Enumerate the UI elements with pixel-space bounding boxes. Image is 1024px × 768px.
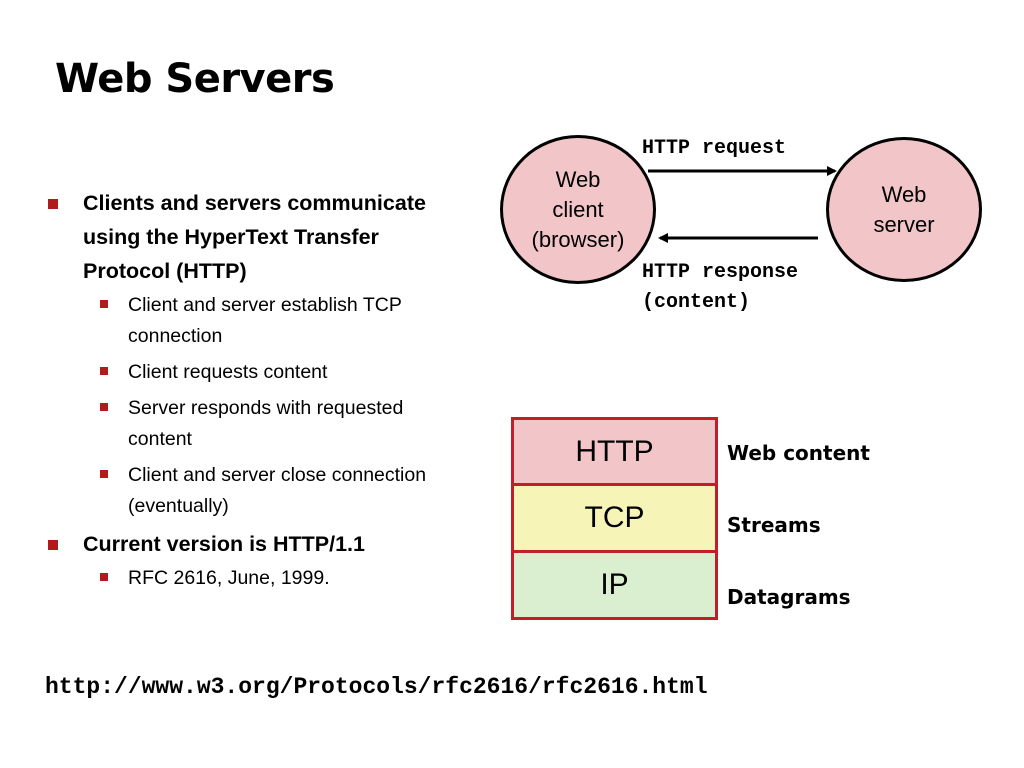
response-label-line: HTTP response (642, 261, 799, 284)
client-label-line: Web (555, 166, 601, 192)
bullet-item: Clients and servers communicate using th… (45, 186, 465, 288)
ip-layer: IP (511, 553, 718, 620)
square-bullet-icon (48, 199, 58, 209)
tcp-layer-description: Streams (727, 513, 821, 537)
http-layer: HTTP (511, 417, 718, 486)
client-label-line: (browser) (531, 226, 625, 252)
web-client-node: Web client (browser) (500, 135, 656, 284)
square-bullet-icon (100, 470, 108, 478)
response-label-line: (content) (642, 291, 751, 314)
square-bullet-icon (48, 540, 58, 550)
tcp-layer: TCP (511, 486, 718, 553)
bullet-list: Clients and servers communicate using th… (45, 186, 465, 594)
sub-bullet-text: Server responds with requested content (128, 397, 404, 450)
sub-bullet-item: Client and server establish TCP connecti… (45, 290, 465, 352)
sub-bullet-item: Client requests content (45, 357, 465, 388)
request-label: HTTP request (642, 137, 787, 160)
bullet-text: Current version is HTTP/1.1 (83, 532, 365, 556)
sub-bullet-item: Server responds with requested content (45, 393, 465, 455)
web-server-node: Web server (826, 137, 982, 282)
slide-title: Web Servers (55, 56, 335, 102)
client-label-line: client (552, 196, 604, 222)
bullet-item: Current version is HTTP/1.1 (45, 527, 465, 561)
server-label-line: server (873, 211, 935, 237)
bullet-text: Clients and servers communicate using th… (83, 191, 426, 283)
square-bullet-icon (100, 573, 108, 581)
sub-bullet-text: Client and server close connection (even… (128, 464, 427, 517)
protocol-stack: HTTP TCP IP (511, 417, 718, 620)
sub-bullet-text: Client and server establish TCP connecti… (128, 294, 402, 347)
response-label: HTTP response (content) (642, 258, 798, 318)
server-label-line: Web (881, 181, 927, 207)
sub-bullet-item: Client and server close connection (even… (45, 460, 465, 522)
square-bullet-icon (100, 367, 108, 375)
rfc-url: http://www.w3.org/Protocols/rfc2616/rfc2… (45, 674, 708, 700)
sub-bullet-text: RFC 2616, June, 1999. (128, 567, 330, 589)
sub-bullet-text: Client requests content (128, 361, 328, 383)
square-bullet-icon (100, 300, 108, 308)
sub-bullet-item: RFC 2616, June, 1999. (45, 563, 465, 594)
http-layer-description: Web content (727, 441, 870, 465)
ip-layer-description: Datagrams (727, 585, 851, 609)
square-bullet-icon (100, 403, 108, 411)
